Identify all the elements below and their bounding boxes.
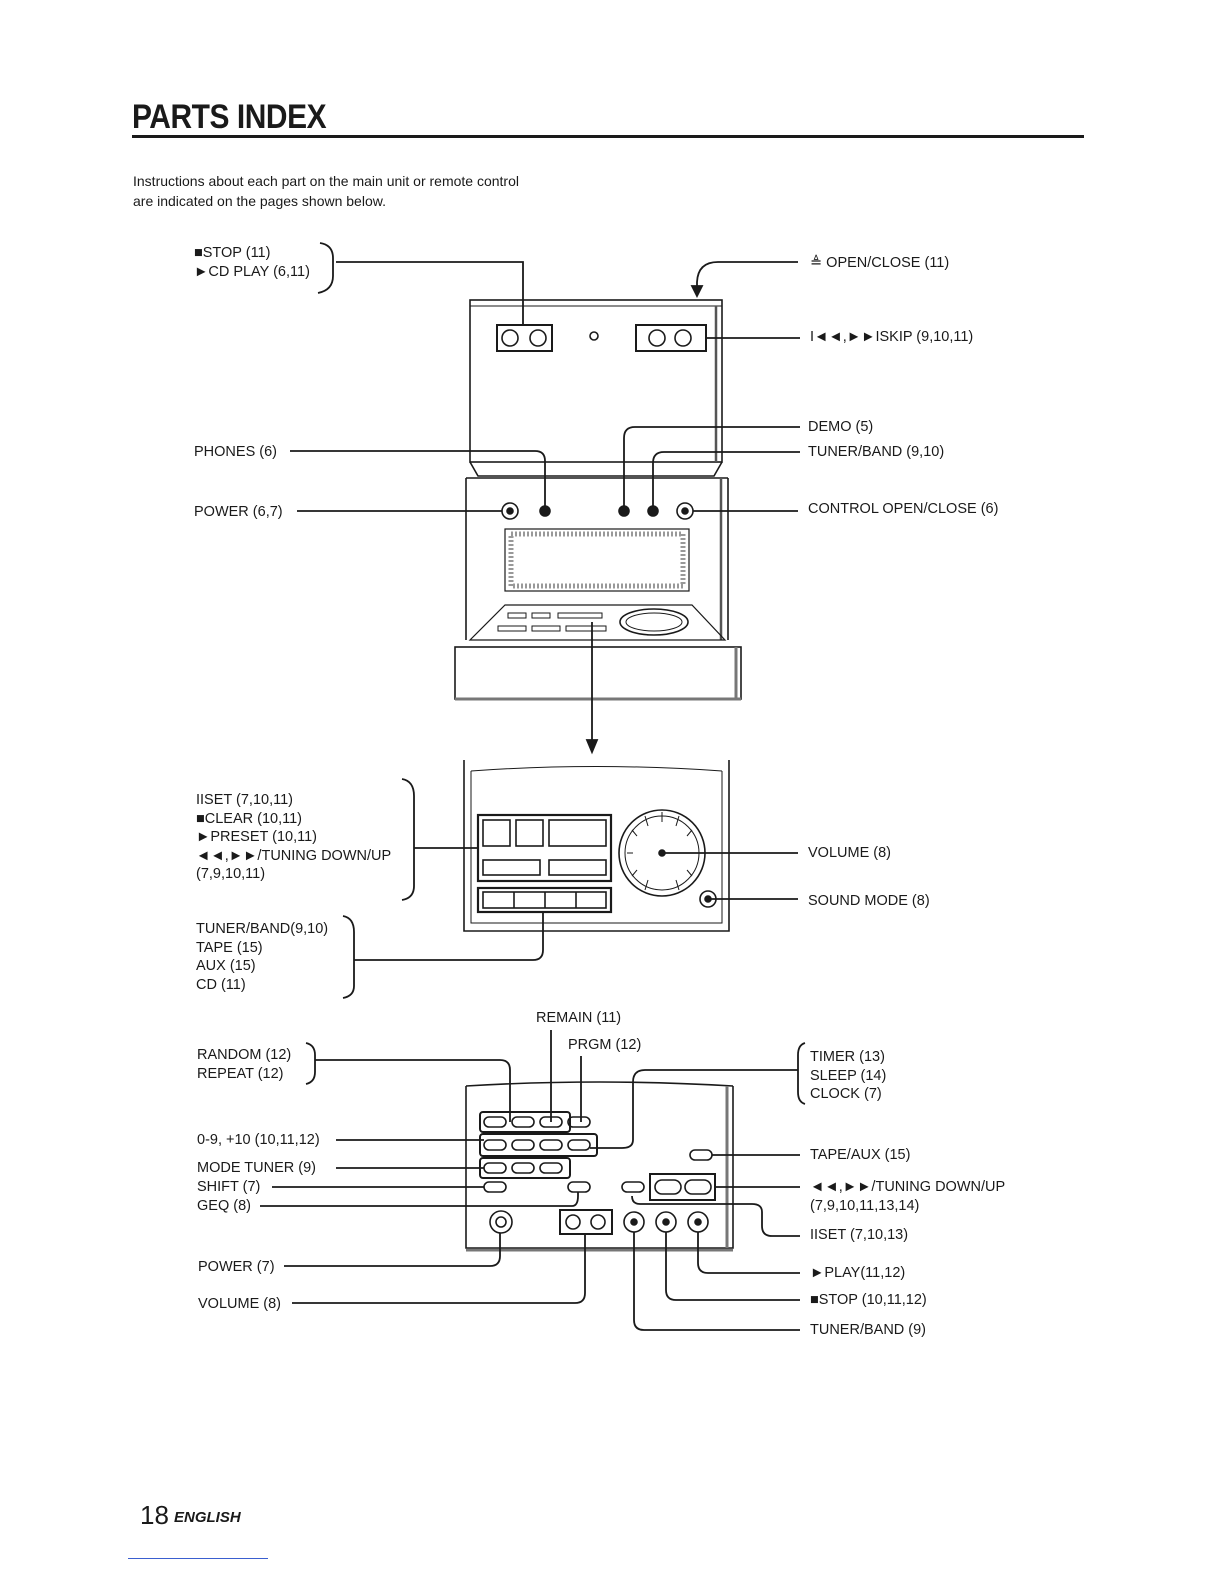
remote-control	[465, 1081, 734, 1252]
tape-label: TAPE (15)	[196, 939, 263, 956]
remote-tuning-label: ◄◄,►►/TUNING DOWN/UP	[810, 1179, 1006, 1195]
label-group-source: TUNER/BAND(9,10) TAPE (15) AUX (15) CD (…	[196, 920, 328, 994]
panel-leaders	[342, 778, 798, 999]
clear-label: ■CLEAR (10,11)	[196, 810, 303, 827]
tape-aux-label: TAPE/AUX (15)	[810, 1147, 911, 1163]
main-body	[454, 477, 742, 701]
random-label: RANDOM (12)	[197, 1047, 292, 1063]
intro-line-2: are indicated on the pages shown below.	[133, 193, 386, 209]
skip-label: I◄◄,►►ISKIP (9,10,11)	[810, 329, 974, 345]
control-open-close-label: CONTROL OPEN/CLOSE (6)	[808, 501, 999, 517]
tuning-label: ◄◄,►►/TUNING DOWN/UP	[196, 847, 392, 864]
control-panel	[463, 760, 730, 932]
preset-label: ►PRESET (10,11)	[196, 829, 317, 845]
cd-label: CD (11)	[196, 976, 246, 993]
prgm-label: PRGM (12)	[568, 1037, 642, 1053]
volume-label: VOLUME (8)	[808, 845, 891, 861]
open-close-label: ≜ OPEN/CLOSE (11)	[810, 255, 950, 271]
footer-link-underline	[128, 1558, 268, 1559]
repeat-label: REPEAT (12)	[197, 1065, 284, 1082]
title-rule	[132, 135, 1084, 138]
page-language: ENGLISH	[174, 1509, 241, 1526]
label-group-panel-buttons: IISET (7,10,11) ■CLEAR (10,11) ►PRESET (…	[196, 791, 391, 884]
remote-stop-label: ■STOP (10,11,12)	[810, 1292, 927, 1308]
remote-tuning-pages-label: (7,9,10,11,13,14)	[810, 1197, 920, 1214]
remote-play-label: ►PLAY(11,12)	[810, 1265, 906, 1281]
remote-tuner-band-label: TUNER/BAND (9)	[810, 1322, 927, 1338]
tuning-pages-label: (7,9,10,11)	[196, 866, 266, 882]
cd-lid	[469, 299, 723, 477]
tuner-band-label: TUNER/BAND (9,10)	[808, 444, 945, 460]
numbers-label: 0-9, +10 (10,11,12)	[197, 1132, 320, 1148]
phones-label: PHONES (6)	[194, 444, 277, 460]
page-title: PARTS INDEX	[132, 98, 327, 136]
label-group-cd: ■STOP (11) ►CD PLAY (6,11)	[194, 244, 310, 281]
tuner-band-source-label: TUNER/BAND(9,10)	[196, 921, 329, 937]
power-label: POWER (6,7)	[194, 504, 283, 520]
remote-leaders	[260, 1030, 806, 1331]
label-group-random: RANDOM (12) REPEAT (12)	[197, 1046, 291, 1083]
sound-mode-label: SOUND MODE (8)	[808, 893, 930, 909]
page-number: 18	[140, 1500, 169, 1530]
cd-play-label: ►CD PLAY (6,11)	[194, 263, 310, 280]
shift-label: SHIFT (7)	[197, 1179, 261, 1195]
remote-power-label: POWER (7)	[198, 1259, 275, 1275]
aux-label: AUX (15)	[196, 958, 256, 974]
timer-label: TIMER (13)	[810, 1049, 885, 1065]
remain-label: REMAIN (11)	[536, 1010, 622, 1026]
sleep-label: SLEEP (14)	[810, 1067, 887, 1084]
remote-volume-label: VOLUME (8)	[198, 1296, 281, 1312]
mode-tuner-label: MODE TUNER (9)	[197, 1160, 316, 1176]
demo-label: DEMO (5)	[808, 419, 874, 435]
main-leaders	[290, 242, 800, 755]
geq-label: GEQ (8)	[197, 1198, 251, 1214]
stop-label: ■STOP (11)	[194, 245, 271, 261]
label-group-remote-tuning: ◄◄,►►/TUNING DOWN/UP (7,9,10,11,13,14)	[810, 1178, 1005, 1215]
set-label: IISET (7,10,11)	[196, 792, 293, 808]
intro-line-1: Instructions about each part on the main…	[133, 173, 519, 189]
intro-text: Instructions about each part on the main…	[133, 171, 603, 211]
clock-label: CLOCK (7)	[810, 1086, 882, 1102]
remote-set-label: IISET (7,10,13)	[810, 1227, 909, 1243]
label-group-timer: TIMER (13) SLEEP (14) CLOCK (7)	[810, 1048, 886, 1104]
